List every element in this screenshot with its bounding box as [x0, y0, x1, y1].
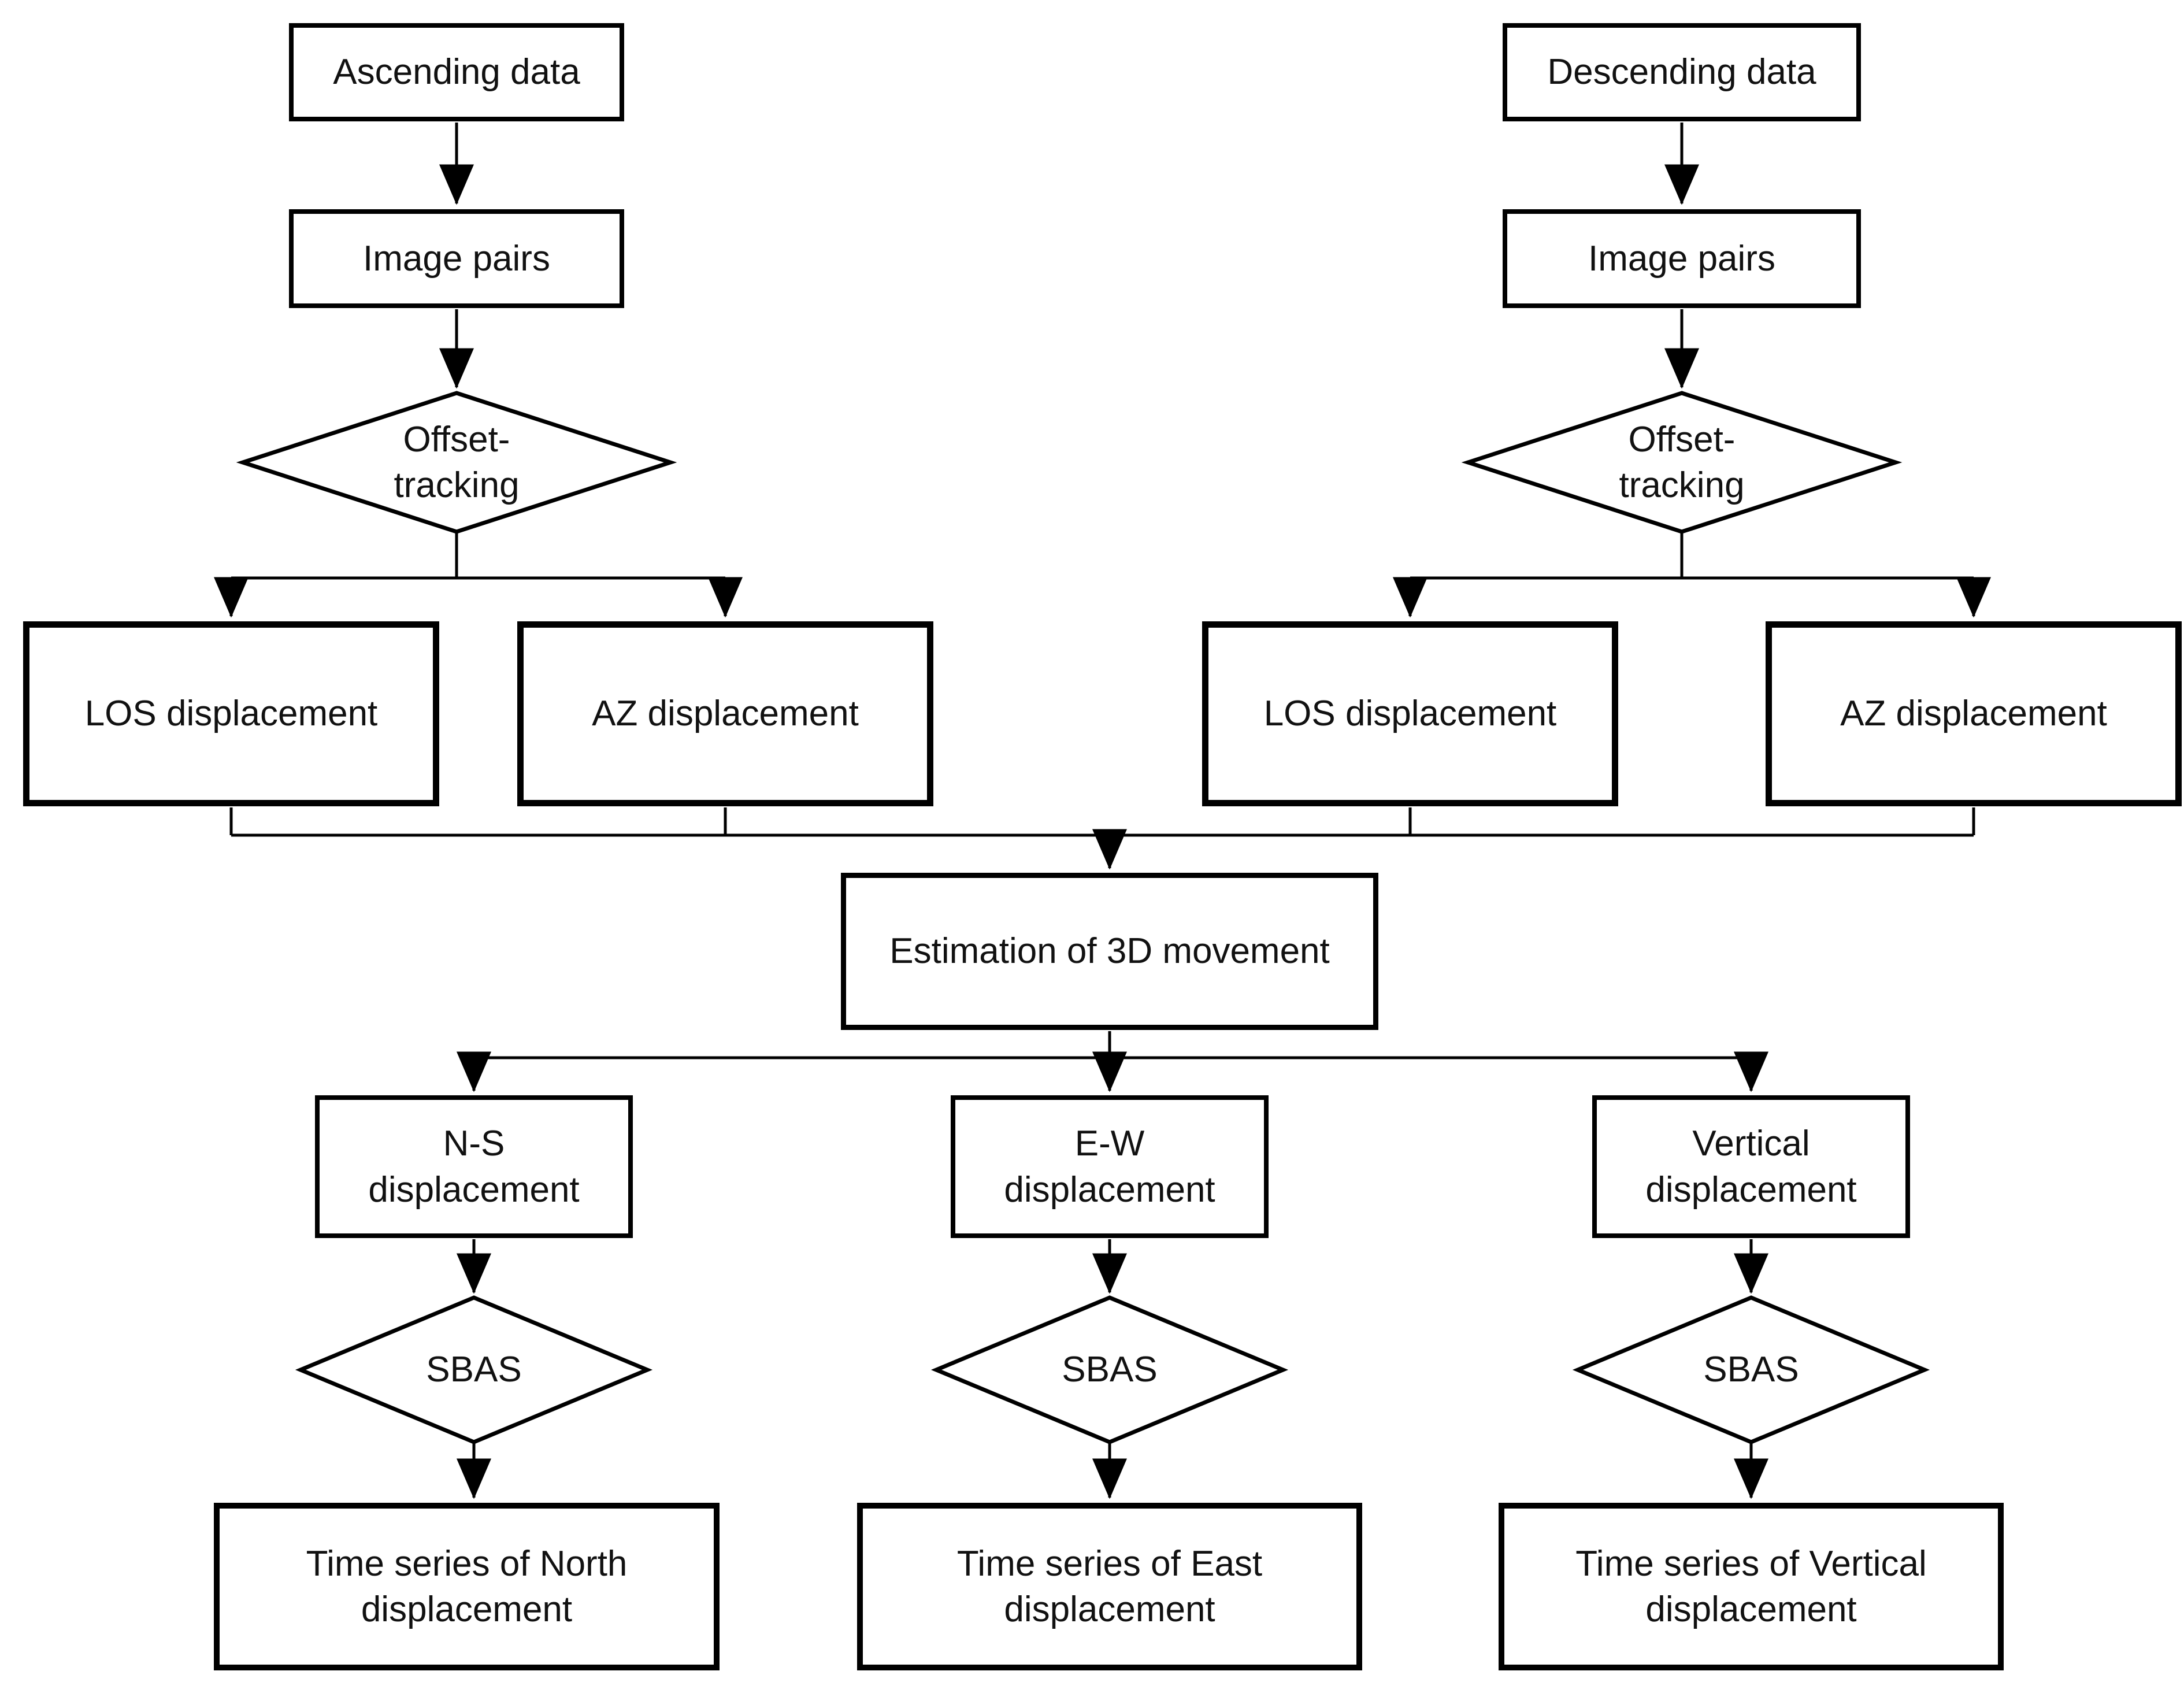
node-sbas-ns-label: SBAS: [426, 1350, 522, 1390]
diamond-offset-tracking-asc: [236, 391, 677, 534]
node-los-displacement-asc-label: LOS displacement: [84, 694, 378, 734]
diamond-sbas-ns: [295, 1295, 653, 1444]
node-ascending-image-pairs: Image pairs: [289, 209, 624, 308]
node-offset-tracking-asc-label: Offset-tracking: [394, 419, 520, 505]
node-ascending-image-pairs-label: Image pairs: [363, 238, 550, 279]
node-az-displacement-desc-label: AZ displacement: [1840, 694, 2107, 734]
node-los-displacement-desc-label: LOS displacement: [1263, 694, 1557, 734]
diamond-sbas-ew: [930, 1295, 1289, 1444]
node-ascending-data: Ascending data: [289, 23, 624, 121]
node-az-displacement-asc-label: AZ displacement: [592, 694, 859, 734]
node-offset-tracking-desc-label: Offset-tracking: [1619, 419, 1745, 505]
node-estimation-3d-movement-label: Estimation of 3D movement: [889, 931, 1330, 972]
node-sbas-vertical-label: SBAS: [1703, 1350, 1799, 1390]
node-sbas-ew-label: SBAS: [1062, 1350, 1158, 1390]
node-descending-image-pairs: Image pairs: [1503, 209, 1861, 308]
node-estimation-3d-movement: Estimation of 3D movement: [841, 873, 1378, 1030]
node-descending-data: Descending data: [1503, 23, 1861, 121]
node-los-displacement-desc: LOS displacement: [1202, 621, 1618, 806]
node-descending-image-pairs-label: Image pairs: [1588, 238, 1775, 279]
node-descending-data-label: Descending data: [1547, 52, 1816, 92]
diamond-sbas-vertical: [1572, 1295, 1930, 1444]
node-ascending-data-label: Ascending data: [333, 52, 580, 92]
node-az-displacement-desc: AZ displacement: [1766, 621, 2182, 806]
diamond-offset-tracking-desc: [1461, 391, 1903, 534]
node-los-displacement-asc: LOS displacement: [23, 621, 439, 806]
node-az-displacement-asc: AZ displacement: [517, 621, 933, 806]
